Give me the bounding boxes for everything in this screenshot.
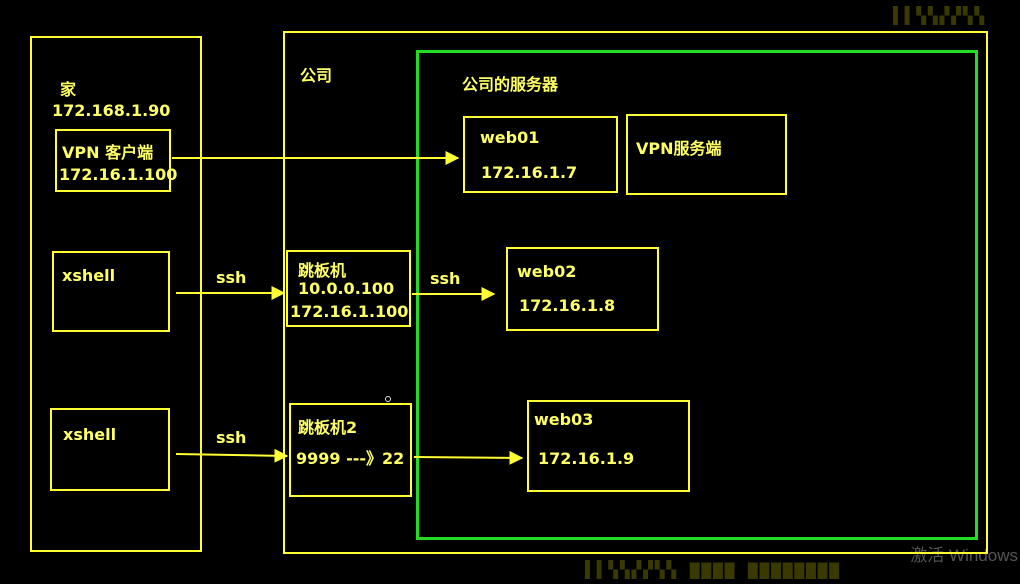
server-zone-label: 公司的服务器 <box>462 75 559 94</box>
web01-ip: 172.16.1.7 <box>481 163 578 182</box>
xshell-label-1: xshell <box>62 266 116 285</box>
home-ip: 172.168.1.90 <box>52 101 171 120</box>
cursor-dot <box>385 396 391 402</box>
xshell-label-2: xshell <box>63 425 117 444</box>
arrow-jump2-to-web03 <box>413 450 524 465</box>
vpn-client-ip: 172.16.1.100 <box>59 165 178 184</box>
company-label: 公司 <box>300 66 333 85</box>
xshell-box-2 <box>50 408 170 491</box>
jump-host-1-label: 跳板机 <box>298 261 347 280</box>
edge-ssh-label-3: ssh <box>216 428 247 447</box>
bottom-watermark: ▌▌▚▚▞▞▚▚ ▇▇▇▇ ▇▇▇▇▇▇▇▇ <box>585 560 841 579</box>
jump-host-2-label: 跳板机2 <box>298 418 358 437</box>
home-label: 家 <box>60 80 77 99</box>
top-right-watermark: ▌▌▚▚▞▞▚▚ <box>893 6 987 25</box>
web03-label: web03 <box>534 410 594 429</box>
edge-ssh-label-2: ssh <box>430 269 461 288</box>
jump-host-1-ip1: 10.0.0.100 <box>298 279 395 298</box>
jump-host-2 <box>289 403 412 497</box>
xshell-box-1 <box>52 251 170 332</box>
jump-host-1 <box>286 250 411 327</box>
jump-host-2-port-map: 9999 ---》22 <box>296 449 405 468</box>
web01-label: web01 <box>480 128 540 147</box>
vpn-server-label: VPN服务端 <box>636 139 722 158</box>
web03-box <box>527 400 690 492</box>
web03-ip: 172.16.1.9 <box>538 449 635 468</box>
edge-ssh-label-1: ssh <box>216 268 247 287</box>
web02-ip: 172.16.1.8 <box>519 296 616 315</box>
vpn-client-label: VPN 客户端 <box>62 143 154 162</box>
vpn-server-box <box>626 114 787 195</box>
web02-label: web02 <box>517 262 577 281</box>
web02-box <box>506 247 659 331</box>
jump-host-1-ip2: 172.16.1.100 <box>290 302 409 321</box>
activate-windows-watermark: 激活 Windows <box>910 546 1018 565</box>
arrow-xshell2-to-jump2 <box>175 448 289 463</box>
web01-box <box>463 116 618 193</box>
vpn-client-box <box>55 129 171 192</box>
